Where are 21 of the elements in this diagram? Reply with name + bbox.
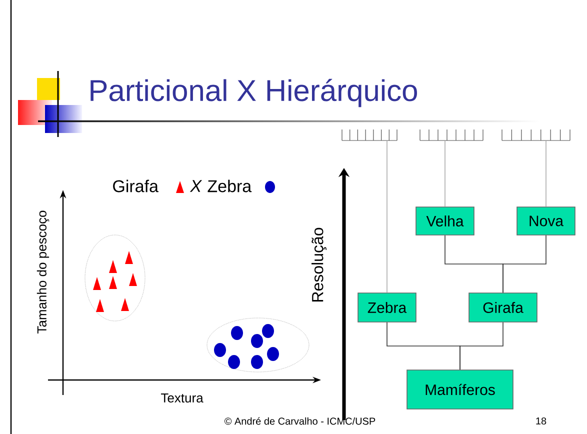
connector-line: [444, 140, 446, 207]
page-number: 18: [536, 417, 546, 425]
taxon-box: Zebra: [358, 292, 416, 322]
taxon-box: Mamíferos: [406, 370, 514, 410]
leaf-comb: [342, 129, 398, 141]
axis-label: Resolução: [312, 228, 326, 302]
leaf-comb: [420, 129, 484, 141]
taxon-box: Velha: [416, 206, 474, 236]
footer-text: © André de Carvalho - ICMC/USP: [224, 417, 376, 425]
legend-label: Zebra: [208, 180, 252, 192]
axis-label: Tamanho do pescoço: [36, 210, 50, 334]
connector-line: [502, 235, 546, 293]
taxon-box: Girafa: [468, 292, 538, 322]
axis-label: Textura: [161, 393, 204, 403]
legend-label: Girafa: [113, 180, 158, 192]
legend-separator: X: [190, 180, 202, 192]
taxon-box: Nova: [516, 206, 576, 236]
slide-title: Particional X Hierárquico: [90, 78, 417, 108]
leaf-comb: [502, 129, 570, 141]
connector-line: [386, 140, 388, 293]
connector-line: [460, 322, 504, 370]
